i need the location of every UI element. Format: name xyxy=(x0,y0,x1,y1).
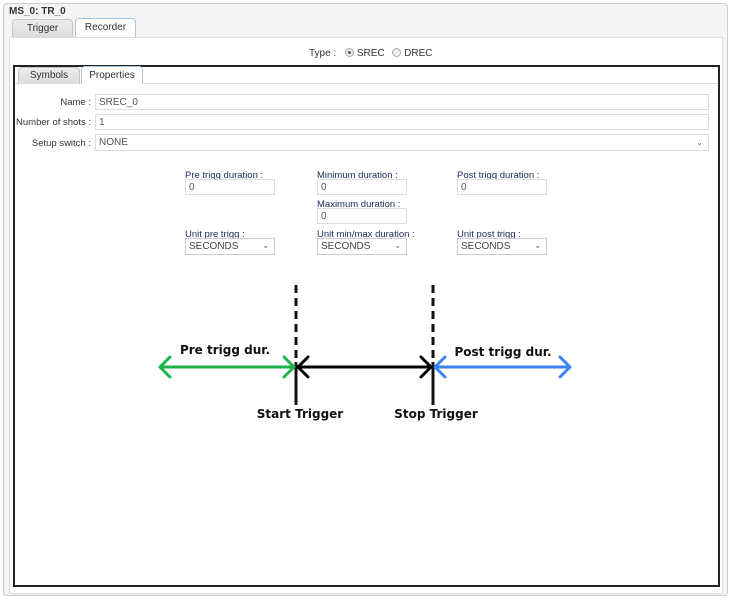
unit-minmax-select[interactable]: SECONDS ⌄ xyxy=(317,238,407,255)
unit-pre-label: Unit pre trigg : xyxy=(185,229,245,240)
type-selector: Type : SREC DREC xyxy=(309,48,433,59)
type-label: Type : xyxy=(309,48,337,59)
stop-trigger-label: Stop Trigger xyxy=(394,407,478,421)
radio-srec[interactable] xyxy=(345,48,355,57)
pre-trigg-dur-label: Pre trigg dur. xyxy=(180,343,270,357)
max-duration-input[interactable]: 0 xyxy=(317,208,407,224)
duration-arrow xyxy=(296,355,433,379)
name-label: Name : xyxy=(60,97,91,108)
shots-label: Number of shots : xyxy=(16,117,91,128)
min-duration-label: Minimum duration : xyxy=(317,170,398,181)
chevron-down-icon: ⌄ xyxy=(696,138,703,147)
radio-drec[interactable] xyxy=(392,48,402,57)
tab-recorder[interactable]: Recorder xyxy=(75,18,136,38)
inner-tab-bar xyxy=(15,67,718,84)
chevron-down-icon: ⌄ xyxy=(534,241,541,250)
unit-minmax-value: SECONDS xyxy=(321,241,371,252)
unit-pre-value: SECONDS xyxy=(189,241,239,252)
tab-trigger[interactable]: Trigger xyxy=(12,19,73,38)
min-duration-input[interactable]: 0 xyxy=(317,179,407,195)
unit-post-select[interactable]: SECONDS ⌄ xyxy=(457,238,547,255)
properties-panel xyxy=(13,65,720,587)
post-trigg-dur-label: Post trigg dur. xyxy=(454,345,551,359)
setup-switch-value: NONE xyxy=(99,137,128,148)
unit-post-label: Unit post trigg : xyxy=(457,229,521,240)
post-trigg-label: Post trigg duration : xyxy=(457,170,540,181)
setup-switch-label: Setup switch : xyxy=(31,138,91,149)
post-trigg-arrow xyxy=(433,355,572,379)
name-input[interactable]: SREC_0 xyxy=(95,94,709,110)
start-trigger-label: Start Trigger xyxy=(257,407,344,421)
tab-symbols[interactable]: Symbols xyxy=(18,67,80,84)
post-trigg-input[interactable]: 0 xyxy=(457,179,547,195)
unit-minmax-label: Unit min/max duration : xyxy=(317,229,415,240)
shots-input[interactable]: 1 xyxy=(95,114,709,130)
unit-pre-select[interactable]: SECONDS ⌄ xyxy=(185,238,275,255)
pre-trigg-input[interactable]: 0 xyxy=(185,179,275,195)
unit-post-value: SECONDS xyxy=(461,241,511,252)
setup-switch-select[interactable]: NONE ⌄ xyxy=(95,134,709,151)
radio-srec-label[interactable]: SREC xyxy=(356,48,385,59)
radio-drec-label[interactable]: DREC xyxy=(404,48,433,59)
chevron-down-icon: ⌄ xyxy=(394,241,401,250)
tab-properties[interactable]: Properties xyxy=(81,66,143,84)
max-duration-label: Maximum duration : xyxy=(317,199,401,210)
pre-trigg-label: Pre trigg duration : xyxy=(185,170,264,181)
pre-trigg-arrow xyxy=(158,355,296,379)
chevron-down-icon: ⌄ xyxy=(262,241,269,250)
window-title: MS_0: TR_0 xyxy=(9,6,66,17)
